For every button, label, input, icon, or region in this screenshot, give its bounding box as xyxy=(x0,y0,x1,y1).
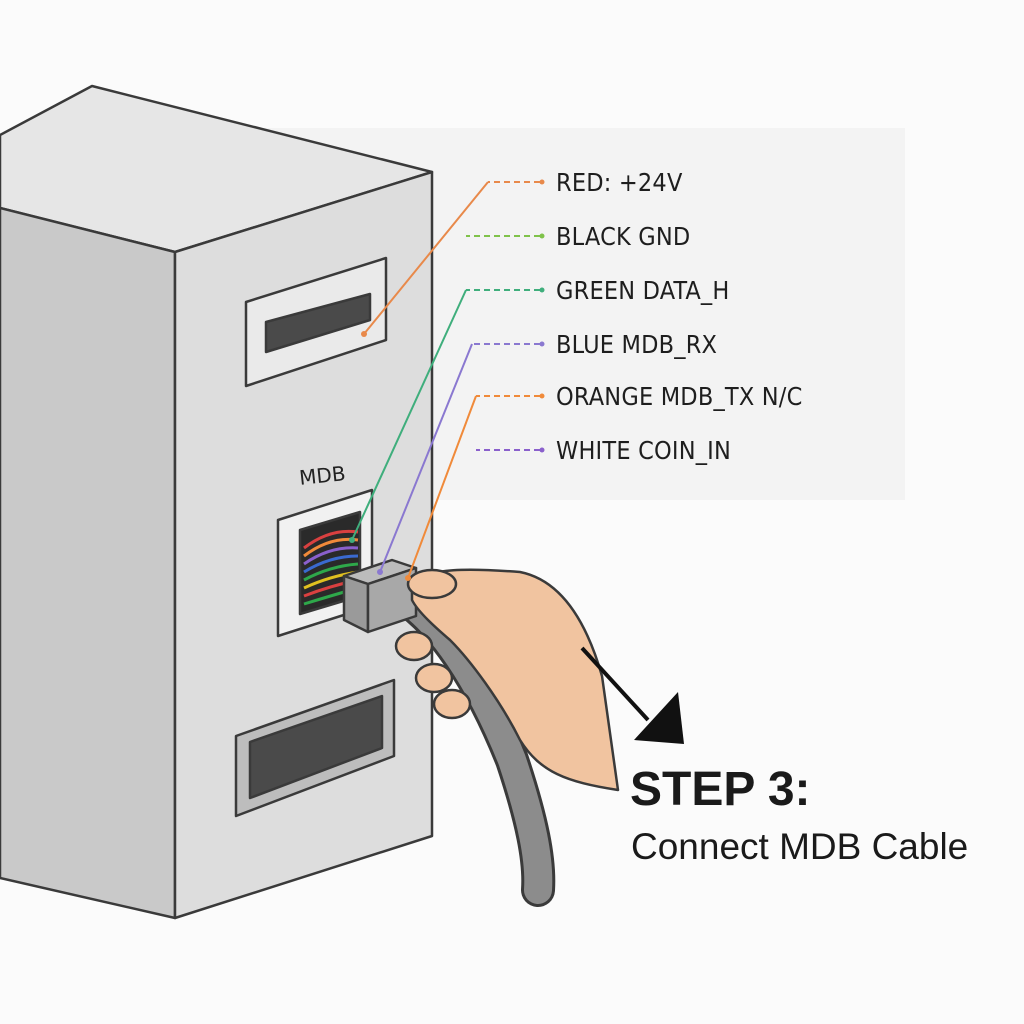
wire-label-green: GREEN DATA_H xyxy=(556,276,730,305)
leader-end-dot-blue xyxy=(377,569,383,575)
finger-2 xyxy=(414,662,454,694)
mdb-port-label: MDB xyxy=(298,461,347,490)
wire-label-blue: BLUE MDB_RX xyxy=(556,330,718,359)
vending-cabinet xyxy=(0,84,434,920)
leader-line-red xyxy=(363,181,489,335)
leader-tip-dot-white xyxy=(539,447,545,453)
coin-slot xyxy=(264,292,372,354)
leader-end-dot-green xyxy=(349,537,355,543)
leader-line-green xyxy=(351,289,467,541)
thumb xyxy=(406,568,458,600)
step-title: STEP 3: xyxy=(630,763,811,816)
leader-tip-dot-red xyxy=(539,179,545,185)
cabinet-left-side xyxy=(0,206,177,920)
leader-tip-dot-black xyxy=(539,233,545,239)
leader-end-dot-orange xyxy=(405,575,411,581)
leader-line-blue xyxy=(379,343,473,573)
leader-tip-dot-orange xyxy=(539,393,545,399)
finger-3 xyxy=(432,688,472,720)
wire-label-red: RED: +24V xyxy=(556,168,683,197)
wire-label-white: WHITE COIN_IN xyxy=(556,436,732,465)
leader-line-orange xyxy=(407,395,477,579)
step-caption: Connect MDB Cable xyxy=(631,826,969,867)
wire-label-orange: ORANGE MDB_TX N/C xyxy=(556,382,803,411)
hand xyxy=(394,568,620,792)
wire-label-black: BLACK GND xyxy=(556,222,691,251)
leader-end-dot-red xyxy=(361,331,367,337)
pull-direction-arrow-icon xyxy=(580,646,684,744)
coin-return-opening xyxy=(248,694,384,800)
finger-1 xyxy=(394,630,434,662)
leader-tip-dot-green xyxy=(539,287,545,293)
leader-tip-dot-blue xyxy=(539,341,545,347)
callout-leader-lines xyxy=(349,179,545,581)
